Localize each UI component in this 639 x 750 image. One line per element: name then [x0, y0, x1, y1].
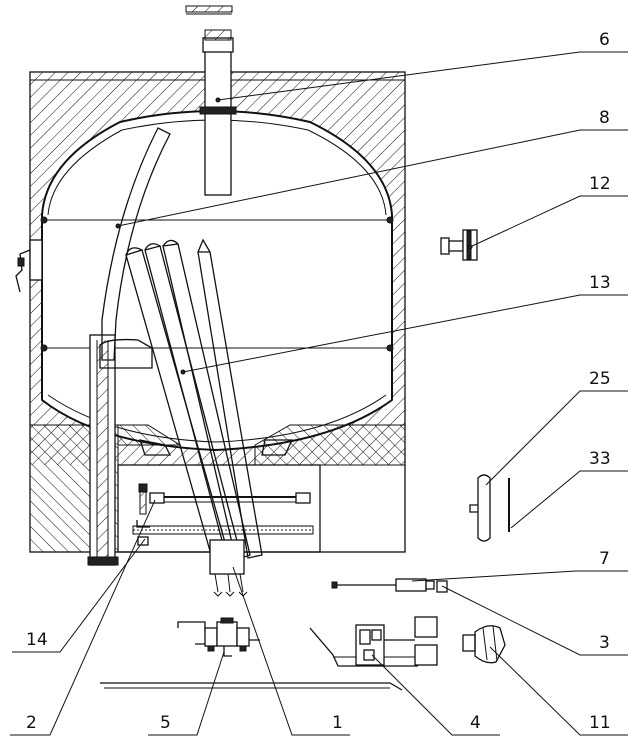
part-11-knob — [462, 625, 506, 664]
callout-25: 25 — [589, 369, 611, 389]
part-4-controller — [309, 616, 438, 667]
left-fitting — [15, 239, 43, 293]
inner-tank — [40, 110, 394, 452]
part-7-probe — [331, 578, 435, 592]
callout-8: 8 — [599, 108, 610, 128]
bottom-plate — [100, 682, 403, 691]
part-12 — [440, 229, 478, 261]
callout-7: 7 — [599, 549, 610, 569]
callout-12: 12 — [589, 174, 611, 194]
callout-1: 1 — [332, 713, 343, 733]
callout-3: 3 — [599, 633, 610, 653]
dip-tube — [101, 127, 171, 361]
callout-4: 4 — [470, 713, 481, 733]
callout-2: 2 — [26, 713, 37, 733]
top-cap-mark — [185, 5, 233, 15]
callout-6: 6 — [599, 30, 610, 50]
callout-11: 11 — [589, 713, 611, 733]
callout-13: 13 — [589, 273, 611, 293]
callout-33: 33 — [589, 449, 611, 469]
vertical-inlet-pipe — [87, 334, 119, 566]
part-25 — [469, 474, 491, 542]
leader-lines — [10, 51, 628, 736]
top-outlet-pipe — [199, 29, 237, 196]
inner-collar — [99, 338, 153, 369]
callout-14: 14 — [26, 630, 48, 650]
part-5-valve — [177, 617, 260, 657]
callout-5: 5 — [160, 713, 171, 733]
